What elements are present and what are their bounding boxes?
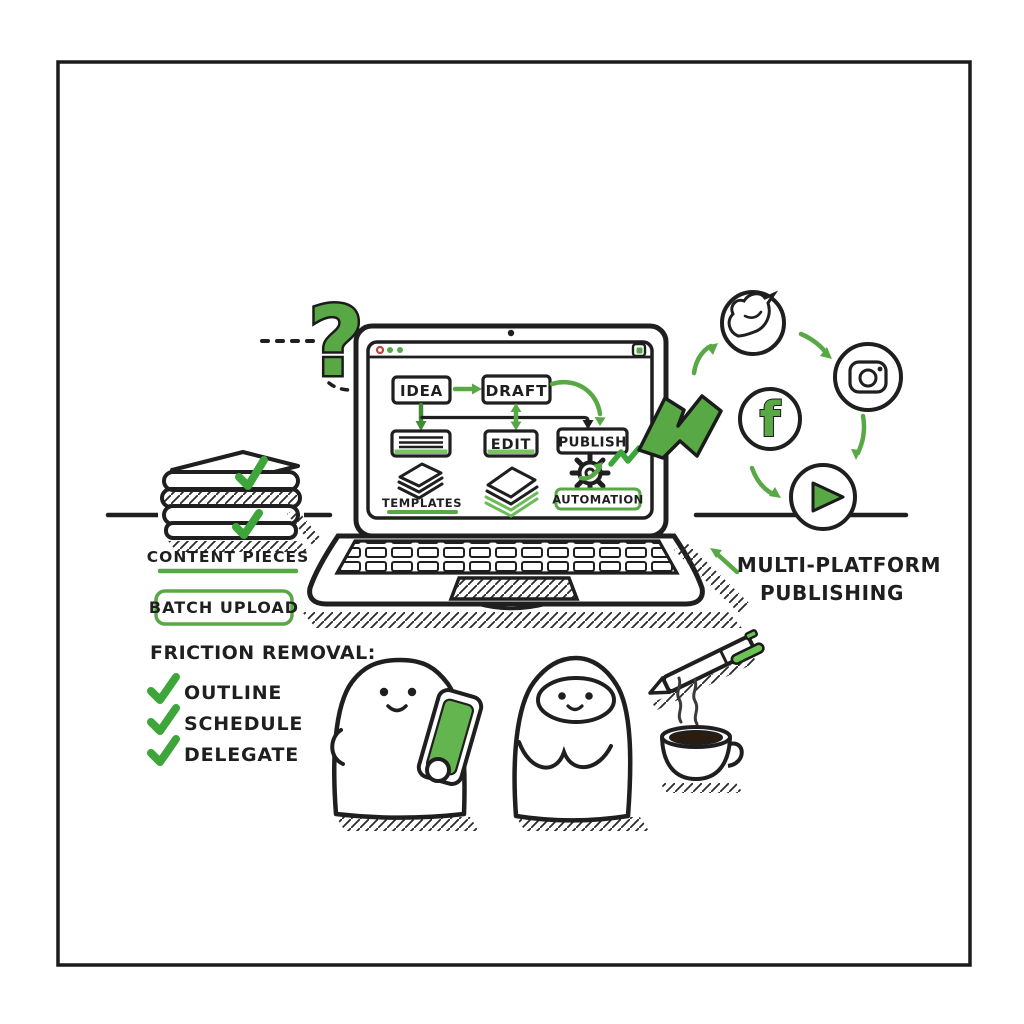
checklist-item: SCHEDULE (184, 713, 303, 735)
idea-label: IDEA (400, 382, 443, 400)
arrow-to-twitter (691, 343, 714, 376)
arrowhead (769, 487, 781, 498)
smile (566, 704, 584, 712)
steam (692, 678, 699, 726)
edit-label: EDIT (491, 437, 531, 453)
arrow-twitter-instagram (798, 331, 830, 357)
check-icon (147, 735, 180, 766)
content-stack-icon (158, 450, 322, 552)
trackpad (448, 576, 580, 601)
hatch-shadow (302, 612, 742, 628)
checklist-title: FRICTION REMOVAL: (150, 642, 376, 664)
templates-stack-icon (397, 462, 444, 500)
cup-handle (727, 741, 744, 768)
green-strip (394, 449, 448, 454)
character-hooded-blob (512, 655, 633, 823)
hood-face (536, 676, 616, 724)
window-dot-red (375, 345, 385, 355)
eye (379, 687, 389, 697)
flow-box-edit: EDIT (483, 429, 539, 458)
caption-line-2: PUBLISHING (760, 581, 904, 605)
eye (585, 692, 593, 700)
hatch-shadow (674, 542, 752, 614)
arrowhead (510, 421, 522, 431)
flow-box-notes (390, 429, 452, 458)
arrowhead (820, 347, 832, 359)
arrow-facebook-play (749, 465, 776, 497)
friction-removal-checklist: FRICTION REMOVAL: OUTLINE SCHEDULE DELEG… (147, 642, 376, 766)
checklist-item: DELEGATE (184, 744, 299, 766)
arrow-draft-publish (549, 380, 603, 417)
keyboard (334, 539, 680, 575)
arrowhead (415, 421, 427, 431)
steam (676, 676, 683, 724)
window-corner-fill (636, 347, 643, 354)
hatch-shadow (168, 541, 309, 552)
batch-upload-badge: BATCH UPLOAD (149, 589, 299, 626)
arrowhead (851, 449, 861, 460)
pen-icon (648, 629, 765, 695)
flow-box-idea: IDEA (391, 375, 452, 405)
check-zigzag-icon (608, 445, 642, 467)
paper-stack-icon (484, 466, 539, 518)
window-dot-green (397, 347, 403, 353)
laptop-icon: IDEA DRAFT EDIT PUBLISH (302, 323, 752, 628)
hatch-shadow (336, 817, 479, 831)
arrow-caption (713, 550, 740, 575)
arrowhead (593, 462, 603, 472)
lightning-bolt-icon (637, 394, 723, 460)
arrowhead (710, 548, 722, 558)
content-pieces-label: CONTENT PIECES (147, 548, 309, 566)
eye (558, 692, 566, 700)
multi-platform-icons: f (691, 290, 903, 531)
arrowhead (472, 383, 482, 395)
caption-line-1: MULTI-PLATFORM (737, 553, 941, 577)
automation-badge: AUTOMATION (552, 487, 643, 511)
publish-label: PUBLISH (558, 435, 627, 451)
check-icon (235, 456, 268, 490)
templates-label: TEMPLATES (382, 496, 462, 510)
facebook-icon: f (738, 387, 802, 451)
arms (517, 740, 613, 770)
hand (425, 757, 451, 783)
flow-box-draft: DRAFT (481, 374, 552, 405)
hatch-shadow (660, 783, 743, 793)
eye (407, 687, 417, 697)
automation-label: AUTOMATION (552, 493, 643, 507)
arrowhead (594, 417, 606, 426)
check-icon (147, 704, 180, 735)
green-strip (487, 449, 535, 454)
arrowhead (582, 420, 594, 430)
border-frame (56, 60, 972, 967)
flow-box-publish: PUBLISH (556, 427, 629, 455)
arrowhead (706, 343, 718, 355)
twitter-icon (720, 290, 786, 356)
batch-upload-label: BATCH UPLOAD (149, 598, 299, 617)
hatch-shadow (287, 508, 322, 546)
play-icon (789, 463, 857, 531)
gear-icon (569, 445, 642, 494)
instagram-icon (833, 342, 903, 412)
webcam-dot (507, 329, 515, 337)
smile (386, 704, 408, 713)
arrowhead (510, 403, 522, 412)
checklist-item: OUTLINE (184, 682, 282, 704)
check-icon (147, 673, 180, 704)
draft-label: DRAFT (486, 382, 548, 400)
hinge-notch (477, 602, 547, 611)
svg-text:f: f (760, 392, 782, 448)
coffee-cup-icon (660, 676, 744, 793)
character-blob (330, 657, 484, 820)
window-dot-green (387, 347, 393, 353)
arrow-instagram-play (855, 413, 867, 456)
multi-platform-caption: MULTI-PLATFORM PUBLISHING (710, 548, 941, 605)
coffee-surface (669, 730, 723, 745)
notes-icon (399, 436, 443, 449)
check-icon (232, 509, 263, 539)
